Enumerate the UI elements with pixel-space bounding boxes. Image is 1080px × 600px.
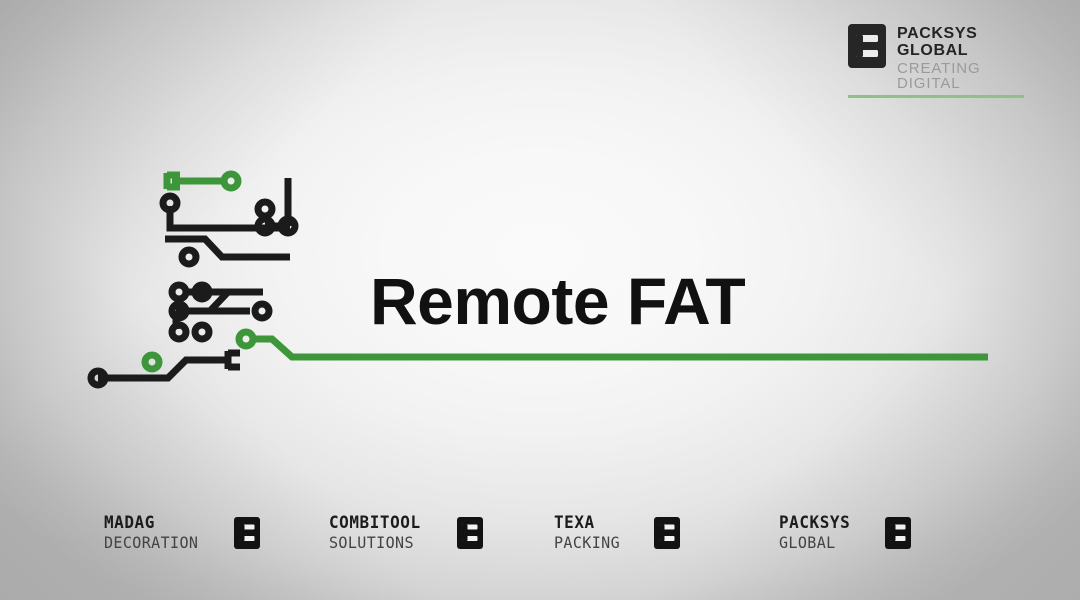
b-mark-icon (884, 517, 911, 550)
brand-cell-packsys: PACKSYS GLOBAL (765, 514, 990, 552)
brand-subtitle: SOLUTIONS (329, 533, 414, 553)
brand-cell-texa: TEXA PACKING (540, 514, 765, 552)
logo-line-2: GLOBAL (897, 42, 969, 59)
brand-name: PACKSYS (779, 513, 851, 534)
packsys-global-logo: PACKSYS GLOBAL CREATING DIGITAL (848, 24, 1024, 98)
b-mark-icon (456, 517, 483, 550)
brand-bar: MADAG DECORATION COMBITOOL SOLUTIONS (0, 514, 1080, 552)
brand-name: COMBITOOL (329, 513, 421, 534)
brand-cell-madag: MADAG DECORATION (90, 514, 315, 552)
brand-name: MADAG (104, 513, 155, 534)
logo-tagline: CREATING DIGITAL (897, 60, 981, 92)
page-title: Remote FAT (370, 264, 746, 338)
brand-name: TEXA (554, 513, 595, 534)
brand-subtitle: GLOBAL (779, 533, 836, 553)
packsys-b-mark-icon (848, 24, 886, 68)
logo-line-1: PACKSYS (897, 25, 978, 42)
b-mark-icon (234, 517, 261, 550)
logo-underline-rule (848, 95, 1024, 98)
brand-subtitle: PACKING (554, 533, 621, 553)
b-mark-icon (654, 517, 681, 550)
brand-cell-combitool: COMBITOOL SOLUTIONS (315, 514, 540, 552)
brand-subtitle: DECORATION (104, 533, 199, 553)
